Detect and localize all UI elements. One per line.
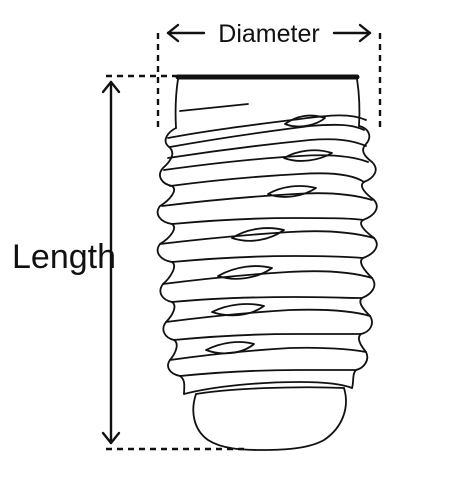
implant-collar-left xyxy=(174,78,179,129)
thread-edge-5 xyxy=(217,265,273,280)
diameter-label: Diameter xyxy=(218,20,319,48)
implant-collar-right xyxy=(356,78,361,127)
thread-edge-1 xyxy=(284,114,326,128)
thread-line-12 xyxy=(173,333,362,341)
diameter-arrows xyxy=(166,23,372,43)
length-dimension xyxy=(106,74,244,451)
thread-line-2 xyxy=(167,138,367,159)
thread-line-11 xyxy=(165,308,371,323)
diameter-arrow-left-head xyxy=(166,23,180,43)
thread-line-4 xyxy=(169,172,365,187)
thread-line-5 xyxy=(161,192,373,207)
thread-line-1 xyxy=(167,114,367,139)
thread-line-13 xyxy=(169,346,367,361)
thread-edge-6 xyxy=(211,303,265,317)
implant-apex xyxy=(192,387,347,451)
thread-line-6 xyxy=(171,217,364,225)
thread-line-7 xyxy=(159,230,375,245)
implant-apex-inner xyxy=(195,386,345,395)
implant-apex-band xyxy=(183,381,353,395)
implant-collar-mark xyxy=(179,103,249,112)
length-label: Length xyxy=(12,238,116,276)
thread-line-3 xyxy=(163,154,369,171)
thread-line-14 xyxy=(179,369,357,377)
length-arrow-bottom-head xyxy=(101,431,121,445)
implant-body xyxy=(156,74,378,451)
thread-edge-4 xyxy=(231,227,285,242)
thread-edge-3 xyxy=(267,185,317,198)
diameter-dimension xyxy=(156,33,382,132)
length-arrow xyxy=(101,80,121,445)
thread-line-10 xyxy=(171,296,363,303)
thread-line-1b xyxy=(169,123,365,148)
thread-edge-2 xyxy=(283,149,333,162)
thread-edge-7 xyxy=(205,341,255,355)
length-arrow-top-head xyxy=(101,80,121,94)
thread-line-9 xyxy=(162,270,373,285)
thread-line-8 xyxy=(171,255,364,263)
diameter-arrow-right-head xyxy=(358,23,372,43)
